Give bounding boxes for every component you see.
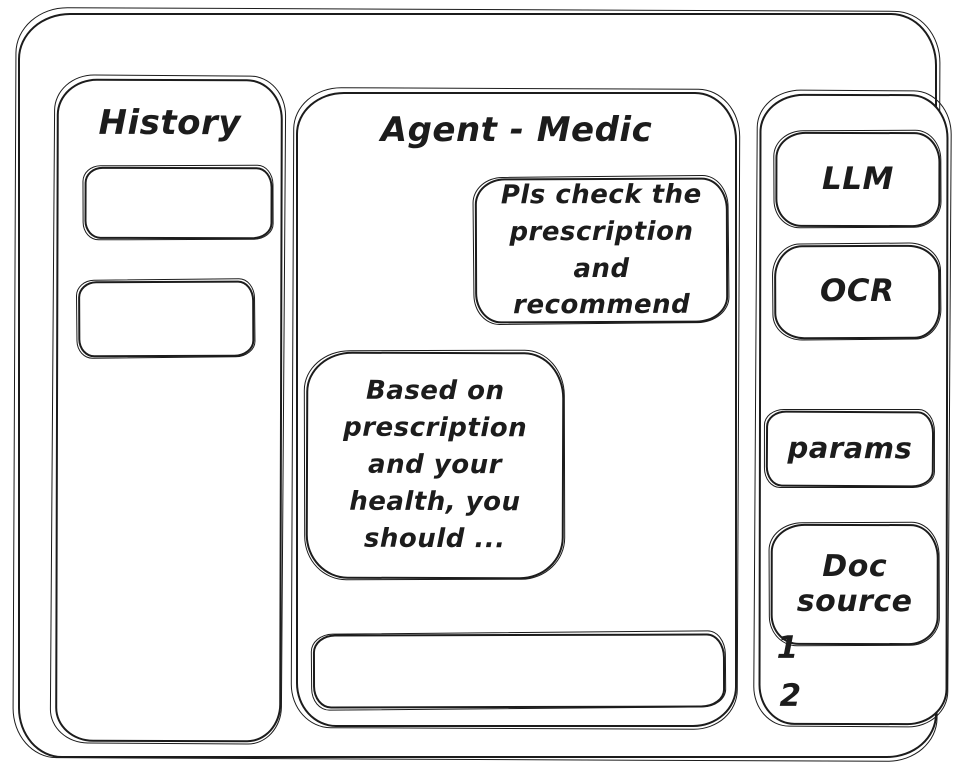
app-window: History Agent - Medic Pls check the pres… <box>18 13 949 758</box>
ocr-button[interactable]: OCR <box>774 244 941 340</box>
history-title: History <box>98 102 241 144</box>
chat-title: Agent - Medic <box>380 110 653 150</box>
doc-source-item-1[interactable]: 1 <box>776 629 799 666</box>
assistant-message-bubble: Based on prescription and your health, y… <box>305 351 565 580</box>
tools-panel: LLM OCR params Doc source 1 2 <box>758 93 949 726</box>
history-panel: History <box>55 78 283 743</box>
chat-input[interactable] <box>324 639 714 703</box>
history-item[interactable] <box>78 280 255 358</box>
llm-button[interactable]: LLM <box>775 131 941 228</box>
doc-source-button[interactable]: Doc source <box>770 523 939 646</box>
params-button[interactable]: params <box>765 410 935 488</box>
doc-source-item-2[interactable]: 2 <box>779 677 802 714</box>
chat-input-bar[interactable] <box>312 633 726 709</box>
chat-panel: Agent - Medic Pls check the prescription… <box>296 92 737 727</box>
history-item[interactable] <box>84 166 273 240</box>
user-message-bubble: Pls check the prescription and recommend <box>474 177 729 324</box>
